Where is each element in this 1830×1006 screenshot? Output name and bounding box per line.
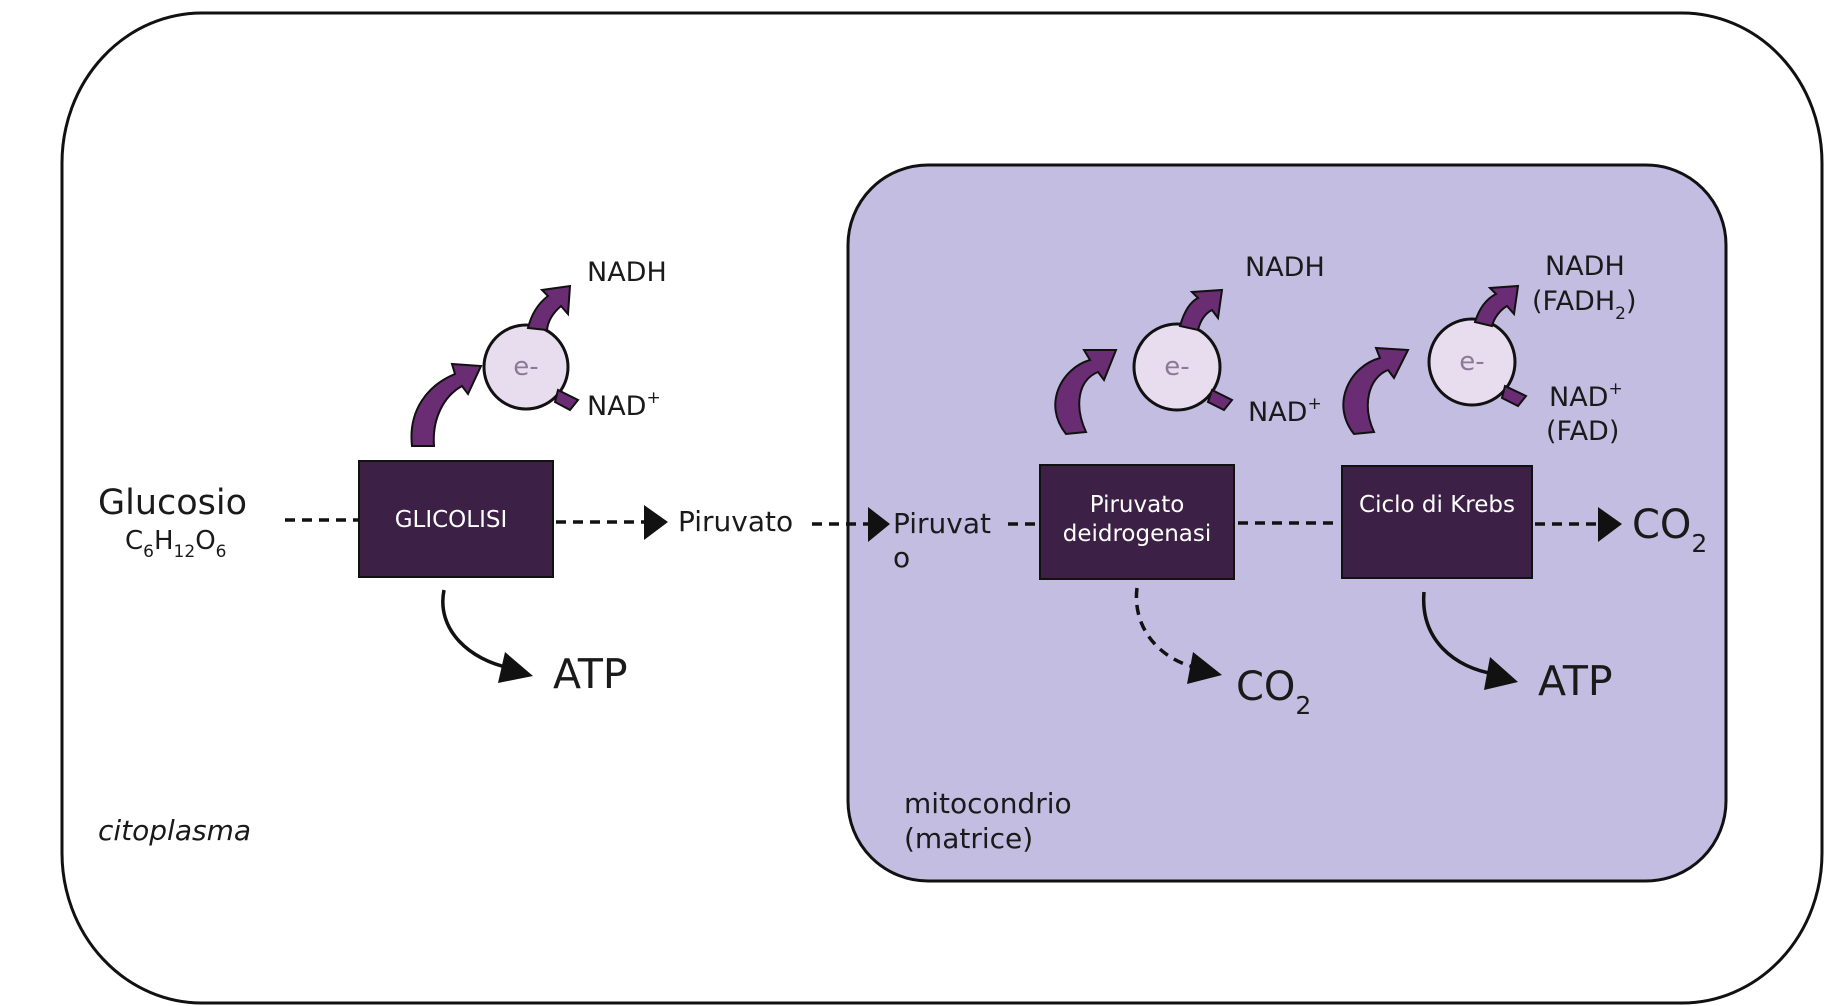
- nadh-label: NADH: [587, 257, 667, 288]
- curved-arrow-icon: [410, 362, 483, 447]
- glucose-label: Glucosio: [98, 483, 247, 523]
- nad-stub-icon: [1206, 388, 1234, 412]
- nad-label: NAD+: [587, 388, 661, 422]
- cytoplasm-label: citoplasma: [98, 814, 251, 847]
- pyruvate-dehydrogenase-box: [1039, 464, 1235, 580]
- atp-krebs-label: ATP: [1538, 657, 1613, 705]
- pdh-label-line2: deidrogenasi: [1063, 521, 1212, 547]
- electron-carrier-pdh: e- NADH NAD+: [1054, 252, 1325, 436]
- mitochondrion-label-line1: mitocondrio: [904, 787, 1072, 820]
- pdh-label-line1: Piruvato: [1090, 492, 1185, 518]
- nadh-arrow-icon: [1178, 288, 1224, 332]
- pyruvate-mitochondrion-label-line1: Piruvat: [893, 507, 991, 540]
- electron-label: e-: [1459, 347, 1484, 377]
- pyruvate-cytoplasm-label: Piruvato: [678, 505, 793, 538]
- electron-icon: [482, 323, 570, 411]
- flow-arrowhead: [1598, 507, 1622, 542]
- arrowhead: [1187, 652, 1222, 684]
- nadh-label: NADH: [1545, 251, 1625, 282]
- fad-label: (FAD): [1546, 416, 1619, 447]
- atp-glycolysis-label: ATP: [553, 650, 628, 698]
- glucose-formula: C6H12O6: [125, 526, 226, 562]
- fadh-arrow-icon: [1473, 284, 1520, 328]
- co2-krebs-label: CO2: [1632, 502, 1707, 558]
- nadh-label: NADH: [1245, 252, 1325, 283]
- nad-label: NAD+: [1549, 379, 1623, 413]
- electron-label: e-: [1164, 352, 1189, 382]
- electron-carrier-krebs: e- NADH (FADH2) NAD+ (FAD): [1342, 251, 1637, 447]
- curved-arrow-icon: [1342, 346, 1410, 436]
- co2-pdh-label: CO2: [1236, 664, 1311, 720]
- arrowhead: [1484, 657, 1518, 690]
- mitochondrion-label-line2: (matrice): [904, 822, 1033, 855]
- nadh-arrow-icon: [526, 284, 572, 332]
- electron-icon: [1132, 322, 1222, 412]
- glycolysis-label: GLICOLISI: [395, 507, 508, 533]
- fadh2-label: (FADH2): [1532, 286, 1637, 324]
- flow-arrowhead: [644, 505, 668, 540]
- nad-label: NAD+: [1248, 394, 1322, 428]
- atp-arrow-krebs: [1422, 591, 1496, 676]
- electron-icon: [1427, 317, 1517, 407]
- fad-stub-icon: [1500, 384, 1528, 408]
- arrowhead: [498, 652, 533, 683]
- curved-arrow-icon: [1054, 349, 1118, 436]
- electron-carrier-glycolysis: e- NADH NAD+: [410, 257, 667, 447]
- pyruvate-mitochondrion-label-line2: o: [893, 541, 910, 574]
- krebs-cycle-box: [1341, 465, 1533, 579]
- flow-arrowhead: [868, 507, 890, 542]
- co2-arrow-pdh: [1134, 587, 1199, 670]
- electron-label: e-: [513, 352, 538, 382]
- glycolysis-box: [358, 460, 554, 578]
- atp-arrow-glycolysis: [441, 589, 511, 670]
- krebs-label: Ciclo di Krebs: [1359, 492, 1515, 518]
- nad-stub-icon: [553, 388, 580, 412]
